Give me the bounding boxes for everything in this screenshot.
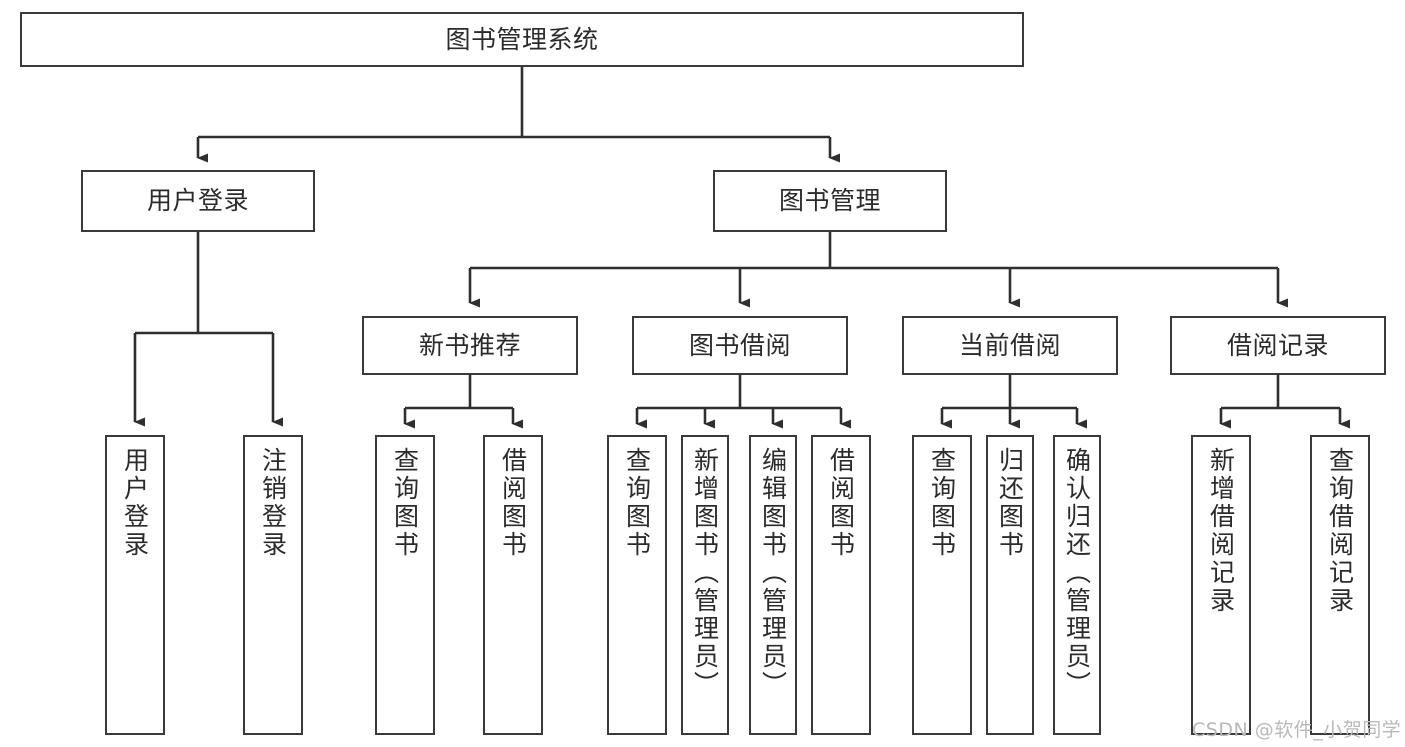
leaf-new-book-query[interactable]: 查询图书	[375, 435, 435, 735]
leaf-borrow-record-add[interactable]: 新增借阅记录	[1191, 435, 1251, 735]
node-label: 借阅记录	[1226, 330, 1329, 360]
node-label: 确认归还（管理员）	[1062, 447, 1092, 699]
node-label: 查询图书	[927, 447, 957, 559]
node-label: 图书管理系统	[445, 24, 599, 54]
leaf-book-borrow-edit[interactable]: 编辑图书（管理员）	[749, 435, 797, 735]
node-new-book-recommend[interactable]: 新书推荐	[362, 316, 578, 375]
node-book-borrow[interactable]: 图书借阅	[632, 316, 848, 375]
node-root-system[interactable]: 图书管理系统	[20, 12, 1024, 67]
node-label: 注销登录	[258, 447, 288, 559]
node-label: 查询借阅记录	[1325, 447, 1355, 615]
node-current-borrow[interactable]: 当前借阅	[902, 316, 1118, 375]
leaf-user-login-login[interactable]: 用户登录	[105, 435, 165, 735]
leaf-book-borrow-borrow[interactable]: 借阅图书	[811, 435, 871, 735]
leaf-borrow-record-query[interactable]: 查询借阅记录	[1310, 435, 1370, 735]
node-borrow-record[interactable]: 借阅记录	[1170, 316, 1386, 375]
node-label: 借阅图书	[826, 447, 856, 559]
node-label: 查询图书	[622, 447, 652, 559]
leaf-current-borrow-query[interactable]: 查询图书	[912, 435, 972, 735]
leaf-new-book-borrow[interactable]: 借阅图书	[483, 435, 543, 735]
node-label: 查询图书	[390, 447, 420, 559]
leaf-current-borrow-confirm[interactable]: 确认归还（管理员）	[1053, 435, 1101, 735]
leaf-current-borrow-return[interactable]: 归还图书	[986, 435, 1034, 735]
node-label: 新增图书（管理员）	[690, 447, 720, 699]
node-book-management[interactable]: 图书管理	[713, 170, 947, 232]
node-label: 用户登录	[146, 186, 249, 216]
node-label: 编辑图书（管理员）	[758, 447, 788, 699]
node-label: 当前借阅	[958, 330, 1061, 360]
node-label: 图书借阅	[688, 330, 791, 360]
leaf-user-login-logout[interactable]: 注销登录	[243, 435, 303, 735]
node-label: 用户登录	[120, 447, 150, 559]
leaf-book-borrow-query[interactable]: 查询图书	[607, 435, 667, 735]
node-label: 借阅图书	[498, 447, 528, 559]
node-user-login[interactable]: 用户登录	[81, 170, 315, 232]
node-label: 图书管理	[778, 186, 881, 216]
node-label: 归还图书	[995, 447, 1025, 559]
node-label: 新增借阅记录	[1206, 447, 1236, 615]
leaf-book-borrow-add[interactable]: 新增图书（管理员）	[681, 435, 729, 735]
node-label: 新书推荐	[418, 330, 521, 360]
